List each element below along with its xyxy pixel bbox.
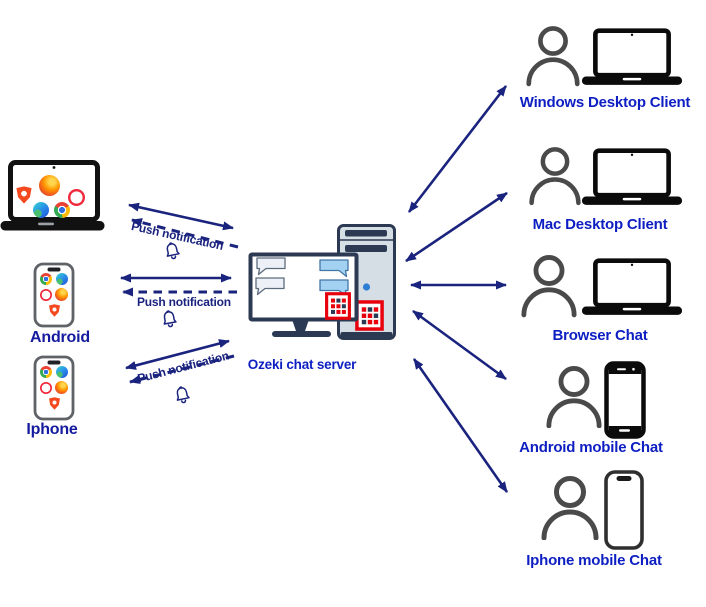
client-browser-chat: Browser Chat: [500, 250, 700, 345]
push-arrow-iphone: [129, 354, 235, 384]
client-android-mobile-chat: Android mobile Chat: [491, 360, 691, 458]
client-label: Windows Desktop Client: [519, 94, 691, 111]
chat-bubble-outline: [255, 277, 285, 296]
arrow-server-iphonechat: [412, 358, 509, 493]
client-iphone-mobile-chat: Iphone mobile Chat: [494, 470, 694, 570]
chat-bubble-outline: [256, 257, 286, 276]
person-icon: [520, 252, 578, 318]
android-device-label: Android: [30, 329, 90, 346]
server-label: Ozeki chat server: [247, 357, 357, 372]
edge-icon: [56, 273, 68, 285]
iphone-icon: [604, 470, 644, 550]
person-icon: [540, 474, 600, 540]
edge-icon: [33, 202, 49, 218]
client-windows-desktop: Windows Desktop Client: [505, 20, 705, 115]
push-arrow-laptop: [131, 218, 239, 249]
edge-icon: [56, 366, 68, 378]
arrow-server-windows: [407, 85, 508, 213]
client-label: Mac Desktop Client: [532, 216, 668, 233]
bell-icon: [157, 307, 181, 331]
server-icon: [248, 224, 396, 340]
client-mac-desktop: Mac Desktop Client: [500, 140, 700, 235]
opera-icon: [40, 289, 52, 301]
arrow-server-mac: [405, 191, 508, 263]
brave-icon: [49, 397, 60, 410]
ozeki-logo-icon: [355, 300, 384, 331]
chrome-icon: [40, 273, 52, 285]
chat-bubble-blue: [319, 259, 349, 278]
brave-icon: [16, 186, 32, 204]
chrome-icon: [54, 202, 70, 218]
android-phone-icon: [604, 361, 646, 439]
ozeki-chat-server: [243, 222, 399, 340]
opera-icon: [40, 382, 52, 394]
person-icon: [525, 22, 581, 88]
laptop-icon: [581, 146, 683, 210]
ozeki-logo-icon: [324, 292, 352, 320]
person-icon: [545, 364, 603, 428]
firefox-icon: [55, 288, 68, 301]
laptop-icon: [581, 26, 683, 90]
client-label: Android mobile Chat: [519, 439, 663, 456]
arrow-laptop-server: [128, 202, 234, 231]
arrow-iphone-server: [125, 339, 230, 370]
iphone-device-label: Iphone: [26, 421, 78, 438]
firefox-icon: [55, 381, 68, 394]
client-label: Iphone mobile Chat: [526, 552, 662, 569]
push-notification-label: Push notification: [137, 295, 231, 309]
opera-icon: [68, 189, 85, 206]
laptop-icon: [0, 160, 105, 231]
chrome-icon: [40, 366, 52, 378]
client-label: Browser Chat: [552, 327, 648, 344]
bell-icon: [170, 383, 195, 408]
chat-bubbles: [255, 257, 349, 298]
laptop-icon: [581, 256, 683, 320]
left-laptop-device: [0, 158, 106, 234]
brave-icon: [49, 304, 60, 317]
firefox-icon: [39, 175, 60, 196]
bell-icon: [160, 239, 185, 264]
person-icon: [528, 142, 582, 208]
